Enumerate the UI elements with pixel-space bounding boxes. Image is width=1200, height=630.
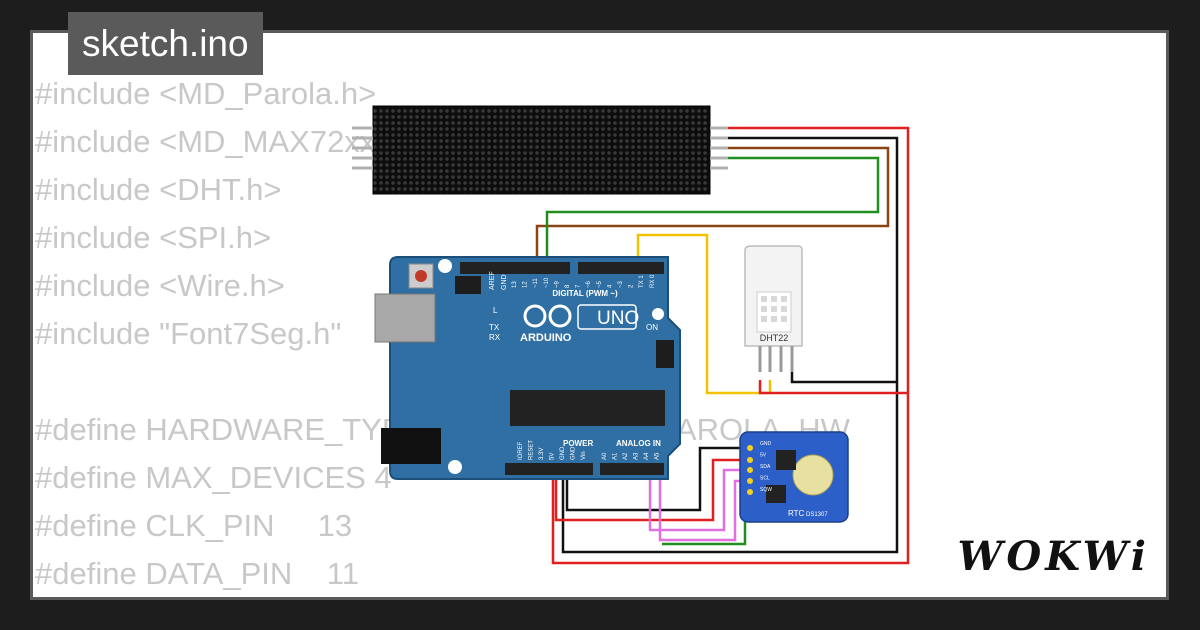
code-line-11: #define DATA_PIN 11 [35, 556, 359, 591]
on-label: ON [646, 323, 658, 332]
power-pin-label: 3.3V [539, 448, 545, 460]
power-jack-icon [381, 428, 441, 464]
code-line-4: #include <SPI.h> [35, 220, 272, 255]
rtc-pin-label: 5V [760, 453, 767, 459]
digital-label: DIGITAL (PWM ~) [552, 289, 618, 298]
wire-din [545, 156, 880, 268]
power-label: POWER [563, 439, 593, 448]
digital-pin-label: 13 [512, 281, 518, 288]
code-line-9: #define MAX_DEVICES 4 [35, 460, 392, 495]
digital-pin-label: TX 1 [639, 275, 645, 288]
led-l-label: L [493, 306, 498, 315]
icsp-header-2 [656, 340, 674, 368]
rtc-pin-label: SCL [760, 476, 770, 482]
code-line-3: #include <DHT.h> [35, 172, 282, 207]
digital-pin-label: ~3 [618, 280, 624, 288]
aref-label: AREF [489, 271, 496, 290]
rtc-label: RTC [788, 509, 805, 518]
digital-pin-label: 4 [607, 284, 613, 288]
power-pin-label: Vin [581, 451, 587, 460]
digital-pin-label: ~9 [554, 280, 560, 288]
digital-pin-label: 12 [523, 281, 529, 288]
wire-vcc [551, 126, 910, 565]
digital-pin-label: 7 [576, 284, 582, 288]
power-pin-label: GND [571, 446, 577, 460]
wire-cs [535, 146, 890, 268]
uno-logo: UNO [597, 308, 639, 329]
led-rx-label: RX [489, 333, 501, 342]
power-pin-label: IOREF [518, 441, 524, 460]
code-line-5: #include <Wire.h> [35, 268, 285, 303]
wire-dht-gnd [790, 372, 897, 384]
power-pin-label: RESET [529, 440, 535, 460]
code-line-1: #include <MD_Parola.h> [35, 76, 377, 111]
digital-pin-label: ~6 [586, 280, 592, 288]
arduino-infinity-icon [523, 304, 572, 328]
coin-cell-icon [792, 454, 834, 496]
analog-pin-label: A4 [644, 452, 650, 460]
wire-sqw [662, 490, 750, 546]
analog-pin-label: A5 [655, 452, 661, 460]
rtc-chip-label: DS1307 [806, 512, 828, 518]
analog-pin-label: A2 [623, 452, 629, 460]
rtc-pin-label: GND [760, 441, 772, 447]
power-pin-label: GND [560, 446, 566, 460]
icsp-header [455, 276, 481, 294]
wire-gnd [561, 136, 899, 554]
analog-label: ANALOG IN [616, 439, 661, 448]
digital-pin-label: RX 0 [650, 274, 656, 288]
power-pin-label: 5V [550, 453, 556, 460]
wire-sda [648, 468, 750, 532]
led-matrix[interactable] [352, 105, 728, 195]
power-header [505, 463, 593, 475]
digital-header-1 [460, 262, 570, 274]
led-tx-label: TX [489, 323, 500, 332]
rtc-pin-label: SDA [760, 464, 771, 470]
digital-pin-label: ~10 [544, 277, 550, 288]
analog-header [600, 463, 664, 475]
digital-pin-label: ~11 [533, 278, 539, 288]
digital-pin-label: ~5 [597, 280, 603, 288]
code-line-10: #define CLK_PIN 13 [35, 508, 353, 543]
analog-pin-label: A1 [613, 452, 619, 460]
usb-port-icon [374, 293, 436, 343]
digital-pin-label: 8 [565, 284, 571, 288]
wires [535, 126, 910, 565]
file-tab[interactable]: sketch.ino [68, 12, 263, 75]
dht22-sensor[interactable]: DHT22 [744, 245, 803, 372]
digital-header-2 [578, 262, 664, 274]
arduino-brand: ARDUINO [520, 332, 572, 344]
analog-pin-label: A3 [634, 452, 640, 460]
atmega-chip [510, 390, 665, 426]
code-line-6: #include "Font7Seg.h" [35, 316, 342, 351]
wire-rtc-vcc [554, 458, 750, 522]
arduino-uno-board[interactable]: DIGITAL (PWM ~) AREF GND UNO ARDUINO ON … [374, 256, 681, 480]
wire-rtc-gnd [565, 446, 750, 512]
rtc-ds1307-module[interactable]: RTC DS1307 [739, 431, 849, 523]
wire-dht-vcc [758, 380, 908, 395]
wokwi-logo: WOKWi [957, 533, 1150, 580]
analog-pin-label: A0 [602, 452, 608, 460]
gnd-label: GND [501, 274, 508, 290]
dht-label: DHT22 [760, 333, 789, 343]
digital-pin-label: 2 [629, 284, 635, 288]
wire-dht-data [636, 233, 772, 395]
rtc-pin-label: SQW [760, 487, 772, 493]
